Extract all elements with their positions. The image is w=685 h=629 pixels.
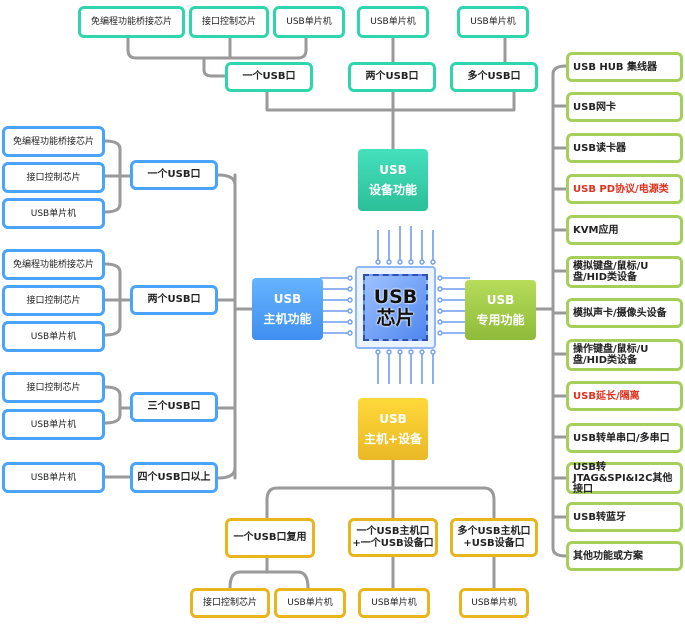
usb-chip-core: USB 芯片 <box>363 274 428 341</box>
host-group-four-plus-ports[interactable]: 四个USB口以上 <box>130 462 218 493</box>
host-four-plus-ports-leaf-mcu[interactable]: USB单片机 <box>2 462 105 493</box>
host-group-one-port[interactable]: 一个USB口 <box>130 160 218 190</box>
device-one-port-leaf-interface-chip[interactable]: 接口控制芯片 <box>189 6 269 38</box>
special-item-usb-to-jtag-spi-i2c[interactable]: USB转JTAG&SPI&I2C其他接口 <box>566 462 683 495</box>
device-one-port-leaf-bridge-chip[interactable]: 免编程功能桥接芯片 <box>78 6 185 38</box>
host-group-two-ports[interactable]: 两个USB口 <box>130 285 218 315</box>
dual-group-multi-host-device[interactable]: 多个USB主机口 +USB设备口 <box>450 518 538 557</box>
device-two-ports-leaf-mcu[interactable]: USB单片机 <box>357 6 429 38</box>
special-function-category[interactable]: USB 专用功能 <box>465 280 536 340</box>
special-item-card-reader[interactable]: USB读卡器 <box>566 133 683 163</box>
dual-title-line2: 主机+设备 <box>363 432 423 446</box>
host-one-port-leaf-interface-chip[interactable]: 接口控制芯片 <box>2 162 105 193</box>
special-item-usb-extend-isolate[interactable]: USB延长/隔离 <box>566 381 683 411</box>
special-item-usb-nic[interactable]: USB网卡 <box>566 92 683 122</box>
device-group-multi-ports[interactable]: 多个USB口 <box>450 62 538 92</box>
dual-one-host-one-device-leaf-mcu[interactable]: USB单片机 <box>358 588 430 618</box>
special-item-usb-to-serial[interactable]: USB转单串口/多串口 <box>566 423 683 453</box>
chip-label-line1: USB <box>373 285 418 308</box>
device-multi-ports-leaf-mcu[interactable]: USB单片机 <box>457 6 529 38</box>
special-item-emulate-audio-camera[interactable]: 模拟声卡/摄像头设备 <box>566 298 683 328</box>
host-title-line1: USB <box>273 292 302 306</box>
host-two-ports-leaf-interface-chip[interactable]: 接口控制芯片 <box>2 285 105 316</box>
device-title-line2: 设备功能 <box>368 183 417 197</box>
special-item-operate-hid[interactable]: 操作键盘/鼠标/U盘/HID类设备 <box>566 339 683 371</box>
device-group-one-port[interactable]: 一个USB口 <box>225 62 313 92</box>
dual-group-shared-port[interactable]: 一个USB口复用 <box>225 518 315 558</box>
host-three-ports-leaf-interface-chip[interactable]: 接口控制芯片 <box>2 372 105 403</box>
special-title-line1: USB <box>486 293 515 307</box>
host-three-ports-leaf-mcu[interactable]: USB单片机 <box>2 409 105 440</box>
device-title-line1: USB <box>379 163 407 177</box>
device-one-port-leaf-mcu[interactable]: USB单片机 <box>273 6 345 38</box>
chip-label-line2: 芯片 <box>376 306 415 329</box>
host-one-port-leaf-mcu[interactable]: USB单片机 <box>2 198 105 229</box>
usb-chip: USB 芯片 <box>355 266 436 349</box>
dual-multi-host-device-leaf-mcu[interactable]: USB单片机 <box>459 588 529 618</box>
device-group-two-ports[interactable]: 两个USB口 <box>348 62 436 92</box>
special-item-emulate-hid[interactable]: 模拟键盘/鼠标/U盘/HID类设备 <box>566 256 683 288</box>
special-item-usb-pd[interactable]: USB PD协议/电源类 <box>566 174 683 204</box>
device-function-category[interactable]: USB 设备功能 <box>358 149 428 211</box>
host-device-category[interactable]: USB 主机+设备 <box>358 398 428 460</box>
dual-shared-leaf-mcu[interactable]: USB单片机 <box>274 588 346 618</box>
dual-title-line1: USB <box>379 412 407 426</box>
special-title-line2: 专用功能 <box>476 313 525 327</box>
host-two-ports-leaf-bridge-chip[interactable]: 免编程功能桥接芯片 <box>2 249 105 280</box>
dual-shared-leaf-interface-chip[interactable]: 接口控制芯片 <box>190 588 270 618</box>
host-one-port-leaf-bridge-chip[interactable]: 免编程功能桥接芯片 <box>2 126 105 157</box>
host-two-ports-leaf-mcu[interactable]: USB单片机 <box>2 321 105 352</box>
dual-group-one-host-one-device[interactable]: 一个USB主机口 +一个USB设备口 <box>348 518 438 557</box>
host-title-line2: 主机功能 <box>263 312 312 326</box>
special-item-other-solutions[interactable]: 其他功能或方案 <box>566 541 683 571</box>
host-function-category[interactable]: USB 主机功能 <box>252 278 323 340</box>
special-item-usb-to-bluetooth[interactable]: USB转蓝牙 <box>566 502 683 532</box>
host-group-three-ports[interactable]: 三个USB口 <box>130 392 218 422</box>
special-item-kvm[interactable]: KVM应用 <box>566 215 683 245</box>
special-item-usb-hub[interactable]: USB HUB 集线器 <box>566 52 683 82</box>
